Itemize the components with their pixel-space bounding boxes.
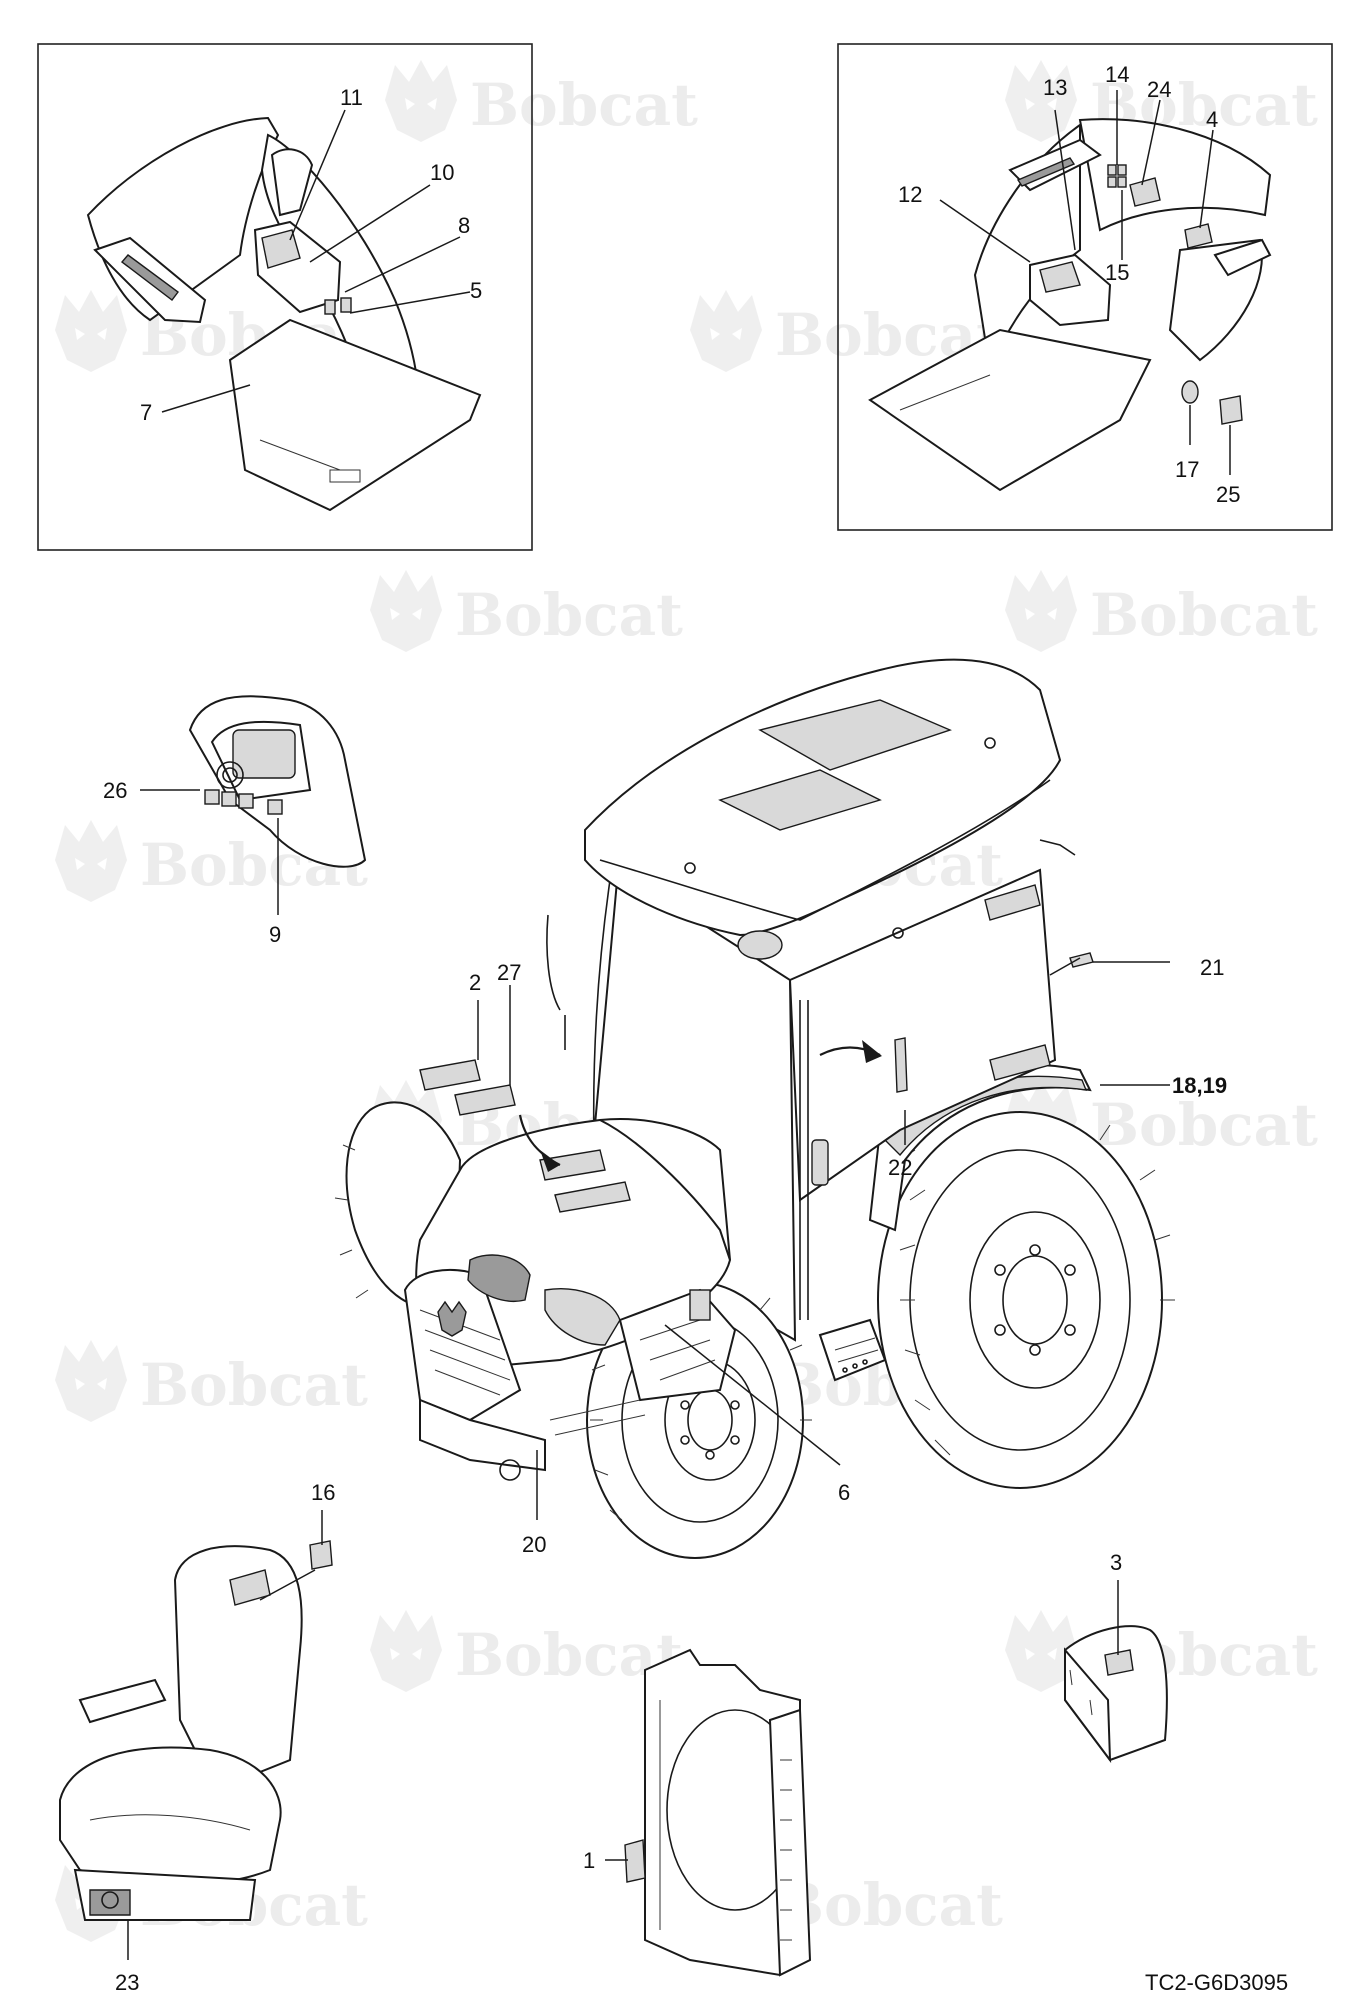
dashboard-instrument-panel: 26 9 [103,695,367,947]
callout-18-19: 18,19 [1172,1073,1227,1098]
callout-1: 1 [583,1848,595,1873]
hood [403,1118,737,1481]
watermark: Bobcat [690,1860,1003,1942]
callout-7: 7 [140,400,152,425]
watermark: Bobcat [1005,570,1318,652]
callout-25: 25 [1216,482,1240,507]
watermark: Bobcat [370,1610,683,1692]
callout-17: 17 [1175,457,1199,482]
callout-9: 9 [269,922,281,947]
svg-text:Bobcat: Bobcat [140,1351,368,1419]
svg-text:Bobcat: Bobcat [775,1871,1003,1939]
operator-seat: 16 23 [59,1480,335,1995]
callout-20: 20 [522,1532,546,1557]
cab [546,658,1076,1342]
svg-text:Bobcat: Bobcat [455,581,683,649]
drawing-code: TC2-G6D3095 [1145,1970,1288,1995]
callout-26: 26 [103,778,127,803]
callout-13: 13 [1043,75,1067,100]
callout-11: 11 [340,85,363,110]
callout-10: 10 [430,160,454,185]
svg-text:Bobcat: Bobcat [1090,581,1318,649]
tractor-main-view: 2 27 21 22 18,19 6 20 [334,658,1227,1559]
rear-wheel [877,1111,1175,1489]
inset-cab-floor-right: 13 14 24 4 12 15 17 25 [837,43,1333,531]
callout-21: 21 [1200,955,1224,980]
callout-15: 15 [1105,260,1129,285]
svg-text:Bobcat: Bobcat [470,71,698,139]
callout-12: 12 [898,182,922,207]
svg-text:Bobcat: Bobcat [1090,1091,1318,1159]
watermark: Bobcat [370,570,683,652]
callout-4: 4 [1206,107,1218,132]
callout-8: 8 [458,213,470,238]
watermark: Bobcat [1005,1080,1318,1162]
callout-5: 5 [470,278,482,303]
callout-22: 22 [888,1155,912,1180]
callout-24: 24 [1147,77,1171,102]
callout-14: 14 [1105,62,1129,87]
inset-cab-floor-left: 11 10 8 5 7 [37,43,533,551]
radiator-shroud: 1 [583,1648,812,1977]
watermark: Bobcat [55,1340,368,1422]
battery-cover: 3 [1064,1550,1168,1764]
callout-23: 23 [115,1970,139,1995]
watermark: Bobcat [385,60,698,142]
callout-3: 3 [1110,1550,1122,1575]
callout-6: 6 [838,1480,850,1505]
callout-16: 16 [311,1480,335,1505]
callout-2: 2 [469,970,481,995]
callout-27: 27 [497,960,521,985]
